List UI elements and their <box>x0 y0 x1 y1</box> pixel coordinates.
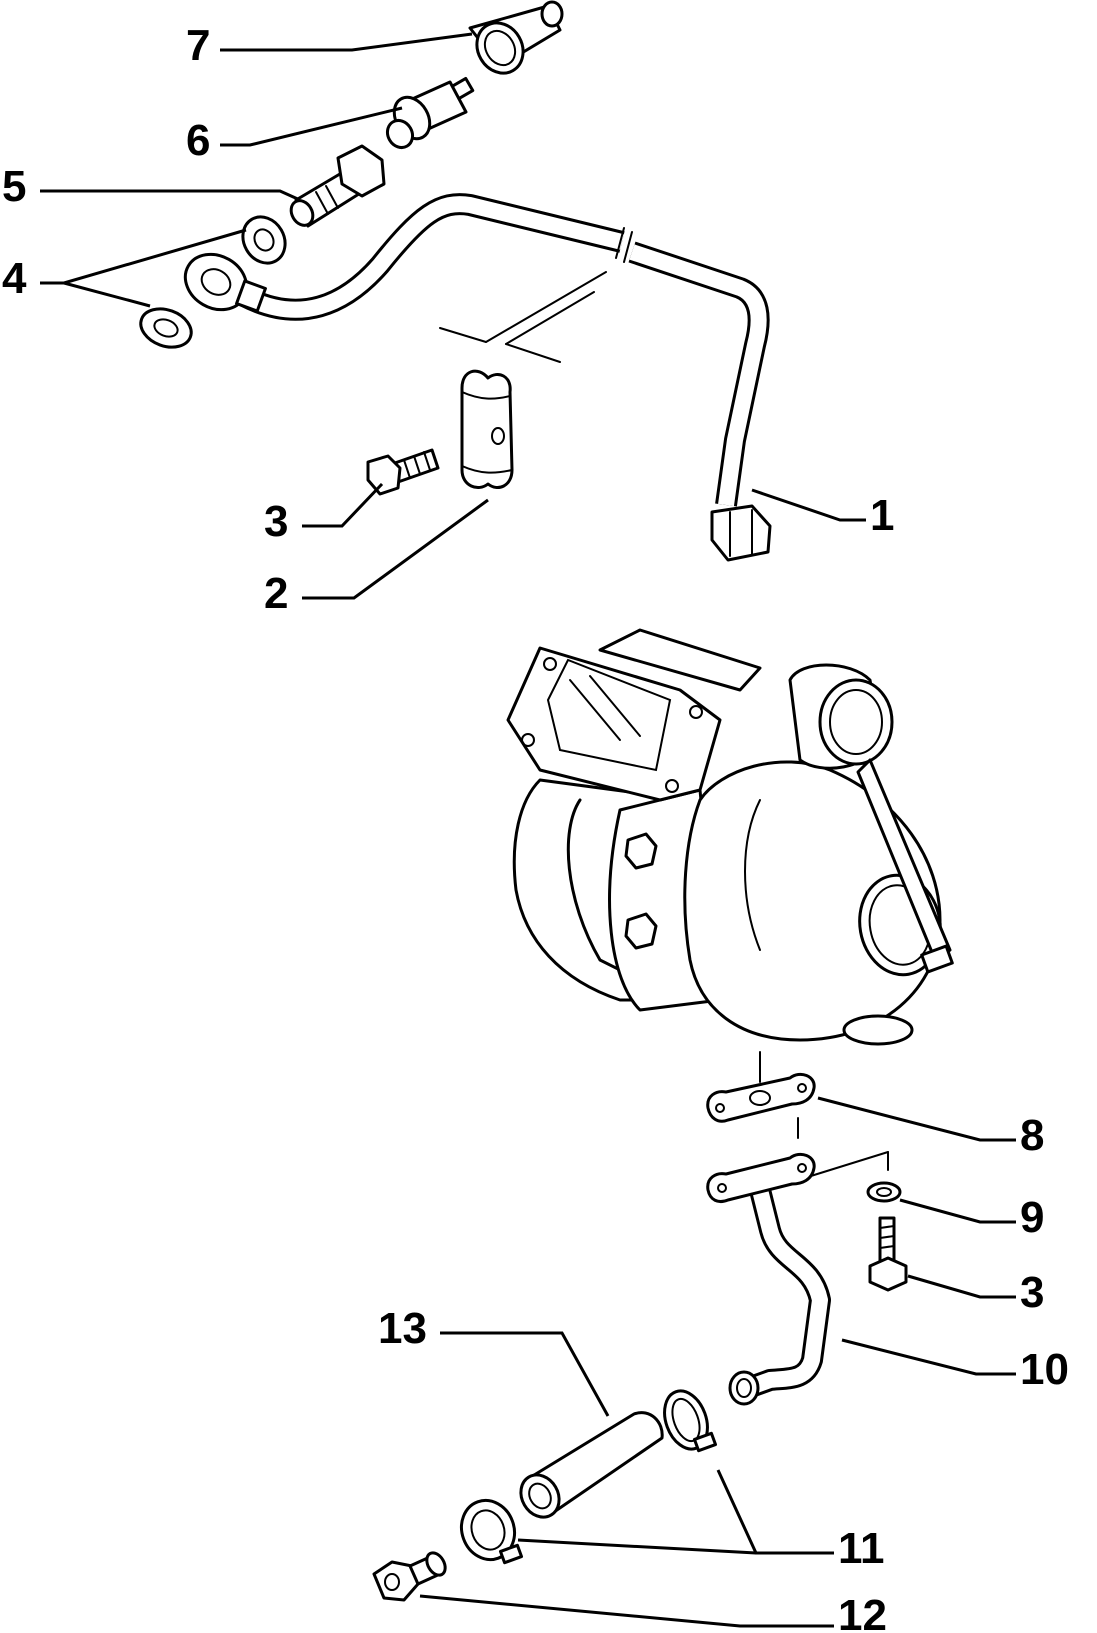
part-13-hose <box>519 1411 664 1519</box>
callout-11: 11 <box>838 1524 885 1573</box>
part-11-hose-clamp-lower <box>460 1498 524 1565</box>
part-4-washer-lower <box>139 307 193 349</box>
turbocharger <box>506 628 954 1046</box>
part-4-washer-upper <box>241 215 287 265</box>
part-6-sensor <box>385 76 475 150</box>
callout-13: 13 <box>378 1304 427 1353</box>
callout-10: 10 <box>1020 1345 1069 1394</box>
callout-12: 12 <box>838 1591 887 1633</box>
part-1-oil-feed-pipe <box>183 193 772 562</box>
callout-2: 2 <box>264 569 288 618</box>
callout-3-lower: 3 <box>1020 1268 1044 1317</box>
part-5-banjo-bolt <box>289 144 386 228</box>
clamp-position-guide <box>439 271 607 363</box>
part-7-cap <box>468 0 564 75</box>
part-2-pipe-clamp <box>460 369 514 489</box>
part-9-washer <box>866 1181 902 1203</box>
callout-7: 7 <box>186 21 210 70</box>
part-3-bolt-lower <box>868 1216 908 1292</box>
callout-4: 4 <box>2 254 27 303</box>
leader-lines <box>40 32 1016 1628</box>
callout-labels: 7 6 5 4 1 3 2 8 9 3 10 13 11 12 <box>2 21 1069 1633</box>
part-3-bolt-upper <box>366 448 440 496</box>
callout-9: 9 <box>1020 1193 1044 1242</box>
part-11-hose-clamp-upper <box>663 1389 718 1453</box>
part-10-oil-drain-pipe <box>706 1152 831 1406</box>
callout-6: 6 <box>186 116 210 165</box>
part-12-fitting <box>372 1551 447 1602</box>
callout-3-upper: 3 <box>264 497 288 546</box>
callout-8: 8 <box>1020 1111 1044 1160</box>
part-8-gasket <box>706 1072 816 1123</box>
callout-5: 5 <box>2 162 26 211</box>
callout-1: 1 <box>870 491 894 540</box>
